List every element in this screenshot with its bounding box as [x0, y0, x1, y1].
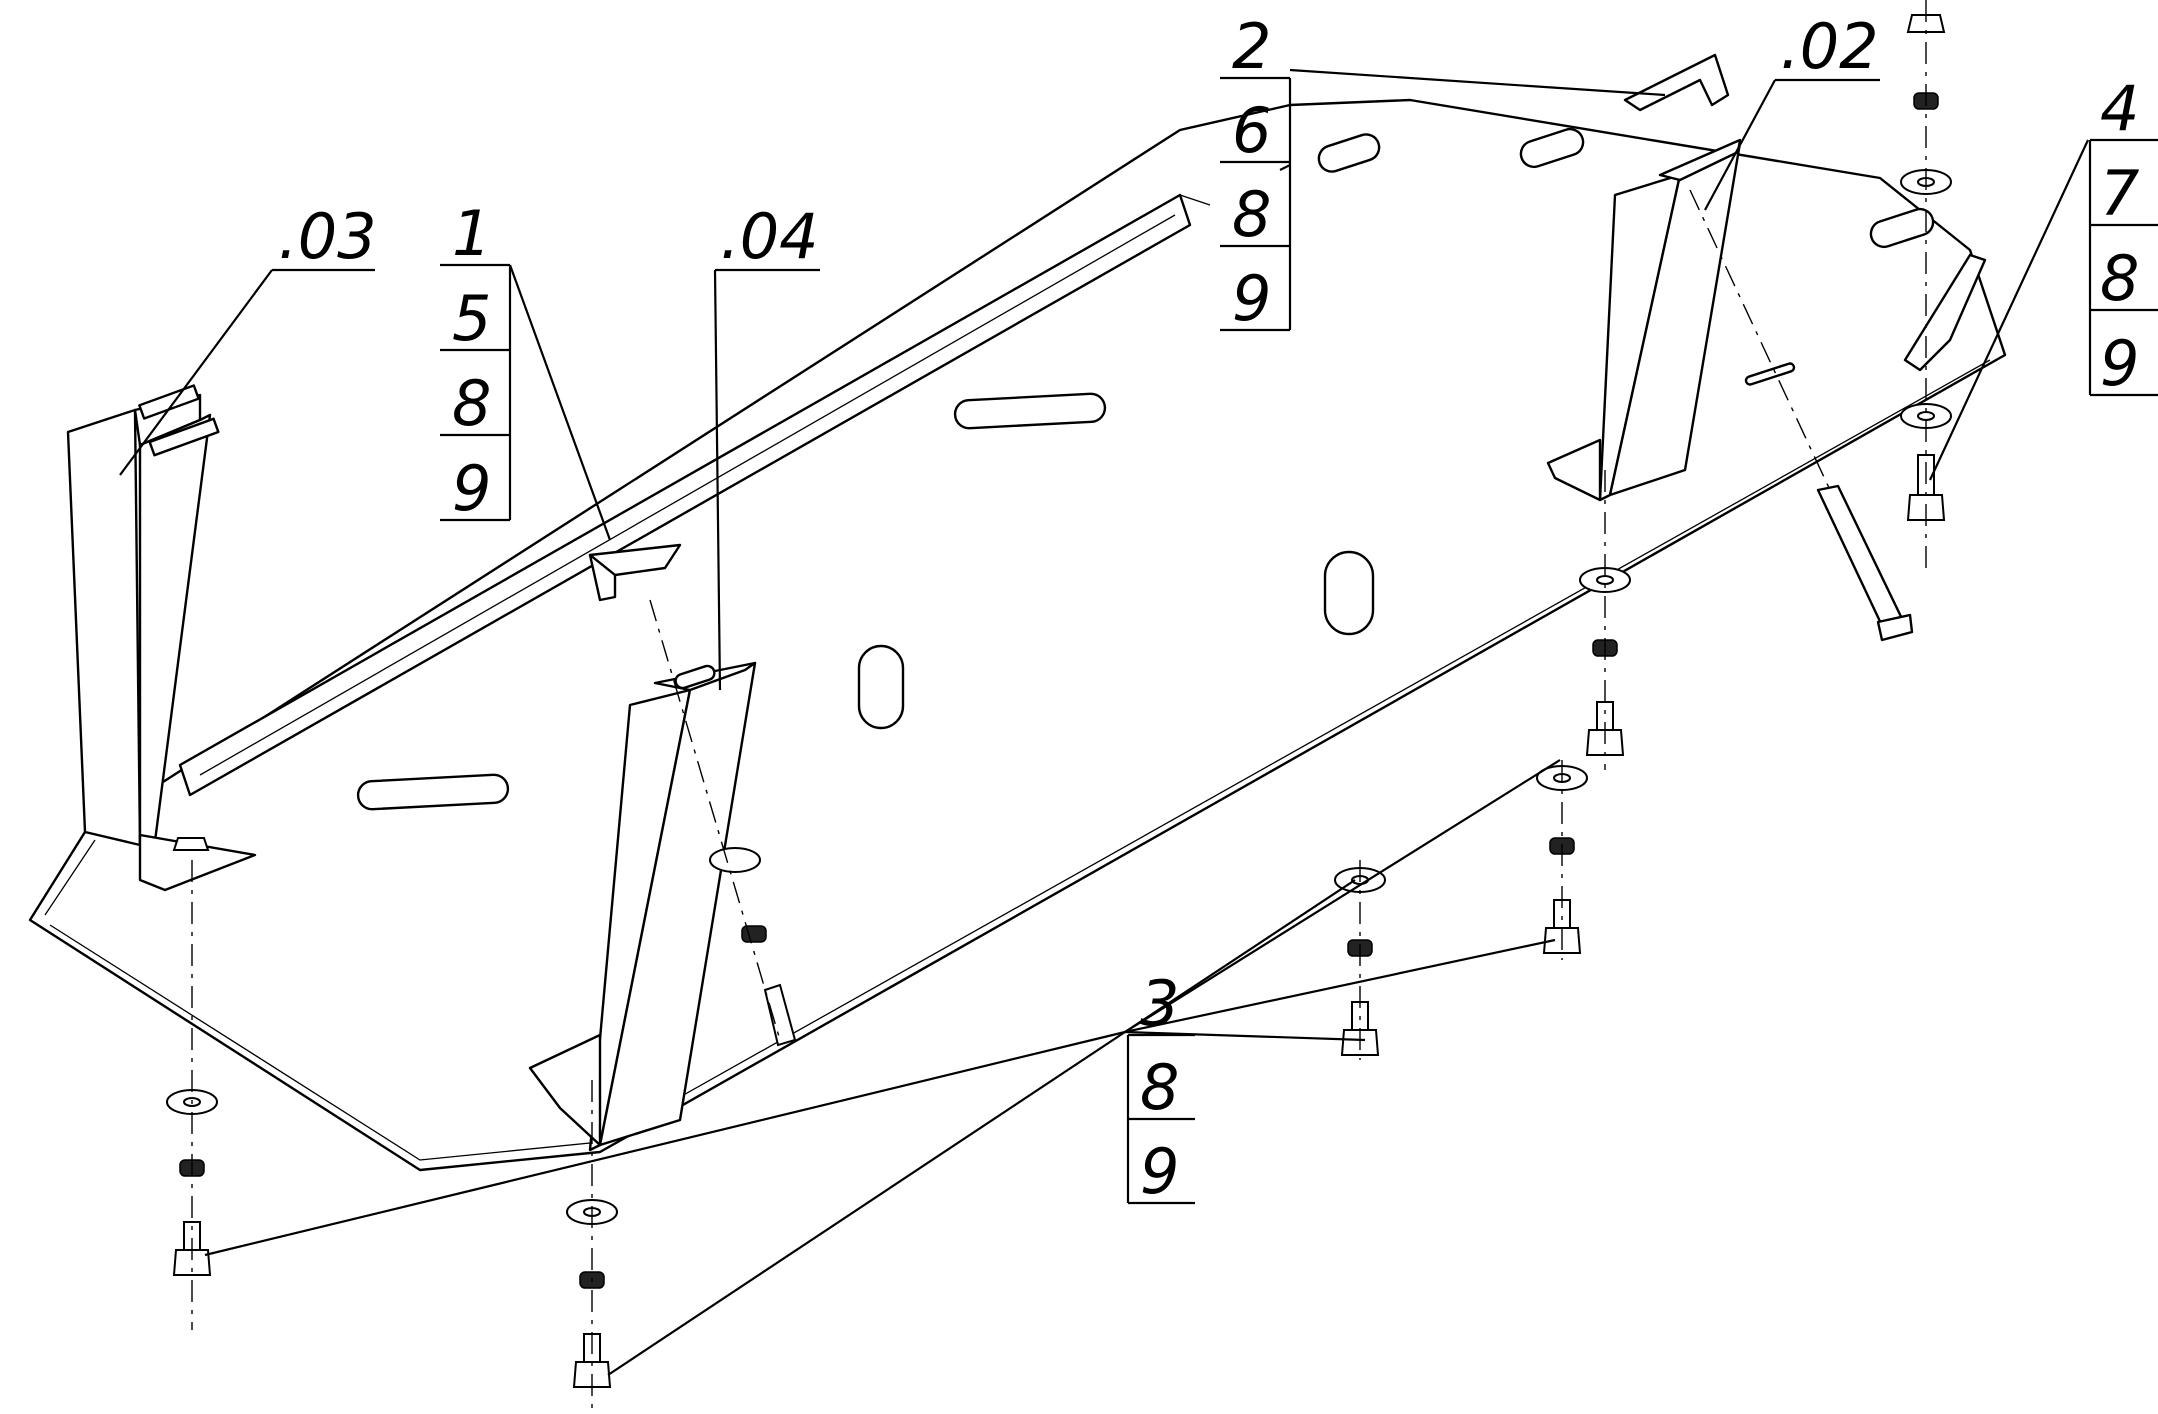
callout-bottom-9: 9	[1140, 1135, 1179, 1208]
callout-sub-03: .03	[278, 200, 377, 273]
axis-lines	[191, 0, 1927, 1410]
callout-top-8: 8	[1232, 178, 1271, 251]
callout-bottom-8: 8	[1140, 1051, 1179, 1124]
callout-top-6: 6	[1232, 94, 1271, 167]
skid-plate	[28, 98, 2007, 1172]
clip-1	[588, 543, 682, 602]
callout-stack-left: 1 5 8 9	[440, 197, 512, 525]
callout-stack-bottom: 3 8 9	[1126, 967, 1195, 1208]
callout-sub-04: .04	[720, 200, 819, 273]
callout-left-5: 5	[452, 282, 491, 355]
callout-right-8: 8	[2100, 242, 2139, 315]
callout-top-2: 2	[1232, 10, 1271, 83]
long-bolt	[1816, 484, 1914, 642]
callout-top-9: 9	[1232, 262, 1271, 335]
callout-left-8: 8	[452, 367, 491, 440]
clip-2	[1623, 53, 1730, 112]
callout-right-9: 9	[2100, 327, 2139, 400]
bracket-04	[528, 661, 757, 1152]
leader-lines	[119, 68, 2089, 1376]
callout-sub-02: .02	[1780, 10, 1879, 83]
callout-bottom-3: 3	[1140, 967, 1179, 1040]
callout-right-7: 7	[2100, 157, 2139, 230]
bracket-03	[66, 384, 257, 892]
callout-stack-right: 4 7 8 9	[2088, 72, 2158, 400]
callout-left-9: 9	[452, 452, 491, 525]
callout-left-1: 1	[452, 197, 491, 270]
bracket-02	[1546, 138, 1742, 502]
callout-stack-top: 2 6 8 9	[1220, 10, 1292, 335]
callout-right-4: 4	[2100, 72, 2139, 145]
